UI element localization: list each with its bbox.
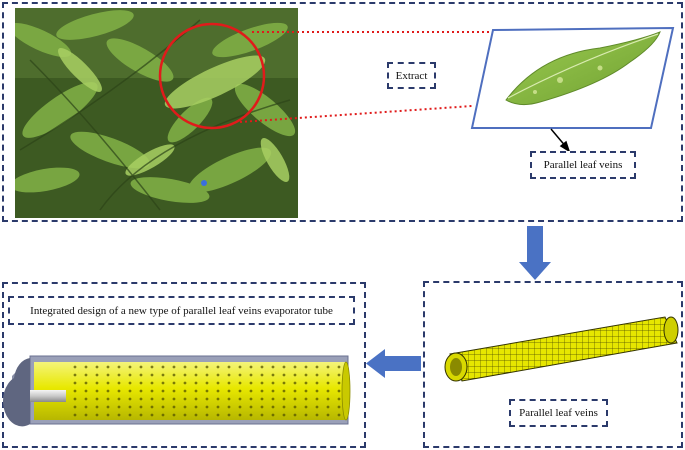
bottom-right-panel [423, 281, 683, 448]
plant-photo [15, 8, 298, 218]
tube-perforations [73, 365, 341, 417]
integrated-design-label: Integrated design of a new type of paral… [8, 296, 355, 325]
bottom-left-panel [2, 282, 366, 448]
extract-dotted-lines [239, 31, 493, 123]
extracted-leaf-image [470, 26, 675, 129]
highlight-circle [158, 22, 266, 130]
top-parallel-veins-label: Parallel leaf veins [530, 151, 636, 179]
pointer-arrow [550, 128, 571, 153]
cutaway-tube [2, 355, 351, 427]
down-flow-arrow [519, 226, 551, 280]
extract-label: Extract [387, 62, 436, 89]
left-flow-arrow [366, 349, 421, 378]
mesh-tube [444, 316, 679, 382]
bottom-parallel-veins-label: Parallel leaf veins [509, 399, 608, 427]
top-panel [2, 2, 683, 222]
